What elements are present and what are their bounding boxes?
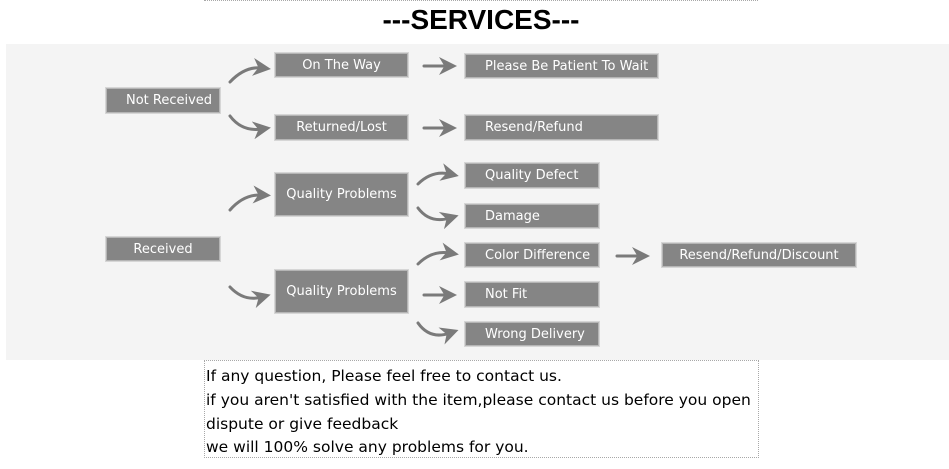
node-damage[interactable]: Damage — [465, 204, 599, 228]
node-quality-problems-2[interactable]: Quality Problems — [275, 270, 408, 313]
contact-note: If any question, Please feel free to con… — [204, 360, 759, 458]
node-color-difference[interactable]: Color Difference — [465, 243, 599, 267]
node-resend-refund[interactable]: Resend/Refund — [465, 115, 658, 140]
node-wrong-delivery[interactable]: Wrong Delivery — [465, 322, 599, 346]
page-title: ---SERVICES--- — [382, 4, 580, 35]
node-resend-refund-discount[interactable]: Resend/Refund/Discount — [662, 243, 856, 267]
note-line-3: we will 100% solve any problems for you. — [206, 438, 529, 457]
top-frame — [204, 0, 758, 1]
note-line-1: If any question, Please feel free to con… — [206, 367, 562, 385]
node-quality-problems-1[interactable]: Quality Problems — [275, 173, 408, 216]
node-on-the-way[interactable]: On The Way — [275, 53, 408, 77]
node-not-received[interactable]: Not Received — [106, 88, 220, 113]
node-received[interactable]: Received — [106, 237, 220, 261]
node-patient-wait[interactable]: Please Be Patient To Wait — [465, 54, 658, 78]
node-not-fit[interactable]: Not Fit — [465, 282, 599, 307]
node-returned-lost[interactable]: Returned/Lost — [275, 115, 408, 140]
note-line-2: if you aren't satisfied with the item,pl… — [206, 390, 751, 433]
node-quality-defect[interactable]: Quality Defect — [465, 163, 599, 188]
